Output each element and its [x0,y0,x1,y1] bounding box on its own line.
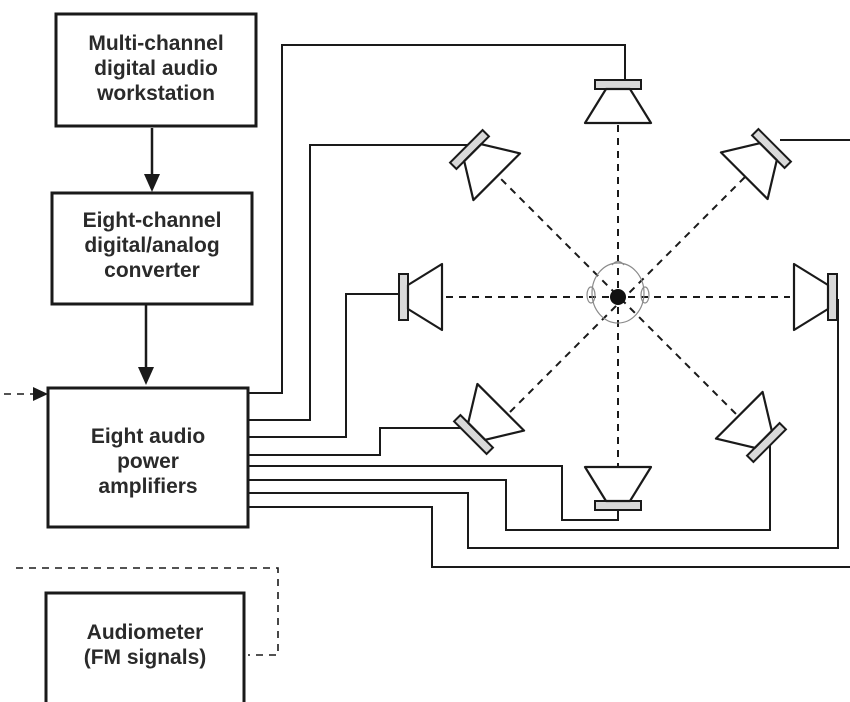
converter-label-line1: Eight-channel [83,209,222,232]
speaker-icon [714,390,773,449]
head-outline [591,262,645,324]
converter-label-line3: converter [104,259,200,282]
converter-label-line2: digital/analog [84,234,219,257]
converter-box [50,191,254,306]
listener-head [586,260,650,324]
speaker-wiring [248,44,850,568]
speaker-rear-right [714,390,788,464]
workstation-label-line1: Multi-channel [88,32,223,55]
workstation-label-line2: digital audio [94,57,218,80]
speaker-magnet [594,79,642,90]
wire-front-right [248,506,850,568]
speaker-icon [467,382,526,441]
speaker-icon [792,262,830,332]
audiometer-dashed-line [16,567,279,656]
speaker-rear-left [452,382,526,456]
speaker-icon [583,87,653,125]
ray-diagonal-up [509,169,753,413]
speaker-magnet [827,273,838,321]
audiometer-link [4,387,279,656]
amplifiers-label-line3: amplifiers [98,475,197,498]
ear-right [640,286,650,304]
wire-rear-left [248,427,470,456]
ear-left [586,286,596,304]
wire-rear-right [248,435,771,531]
external-input-arrow-icon [33,387,48,401]
listener-center-dot [610,289,626,305]
wire-rear [248,465,619,521]
amplifiers-box [46,386,250,529]
speaker-icon [406,262,444,332]
speaker-rear [583,465,653,511]
speaker-icon [583,465,653,503]
speaker-right [792,262,838,332]
speaker-icon [463,143,522,202]
workstation-box [54,12,258,128]
audiometer-label-line1: Audiometer [87,621,204,644]
speaker-magnet [594,500,642,511]
workstation-block: Multi-channel digital audio workstation [54,12,258,128]
amplifiers-block: Eight audio power amplifiers [46,386,250,529]
workstation-label-line3: workstation [96,82,215,105]
amplifiers-label-line2: power [117,450,179,473]
speakers [398,79,838,511]
signal-arrows [138,128,160,385]
converter-block: Eight-channel digital/analog converter [50,191,254,306]
audiometer-block: Audiometer (FM signals) [44,591,246,702]
wire-front [248,44,626,394]
nose [611,260,625,266]
speaker-front-right [719,127,793,201]
arrow-down-icon [138,367,154,385]
audiometer-label-line2: (FM signals) [84,646,207,669]
wire-left [248,293,406,438]
speaker-icon [719,142,778,201]
speaker-front [583,79,653,125]
audiometer-box [44,591,246,702]
speaker-left [398,262,444,332]
amplifiers-label-line1: Eight audio [91,425,205,448]
arrow-down-icon [144,174,160,192]
speaker-front-left [448,128,522,202]
speaker-magnet [398,273,409,321]
